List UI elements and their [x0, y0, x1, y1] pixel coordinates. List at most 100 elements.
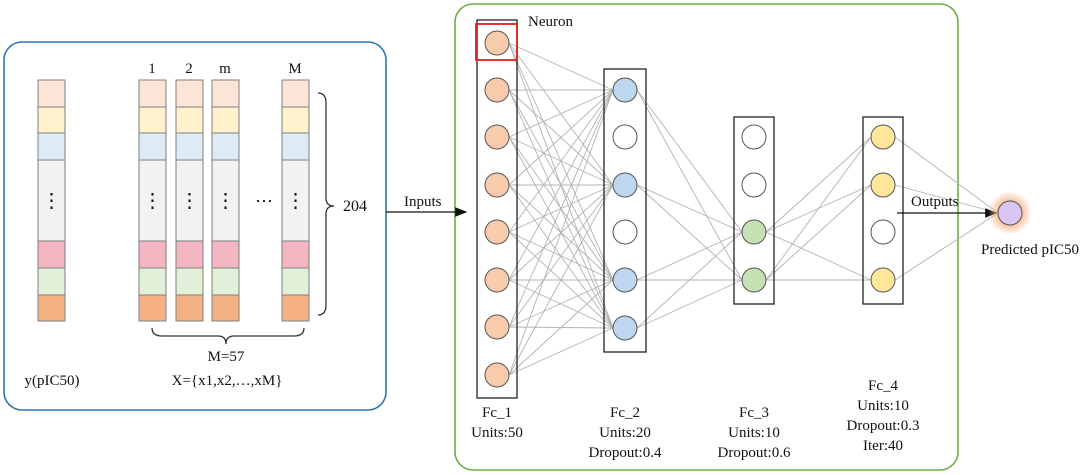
column-label: 2	[185, 61, 193, 77]
connection-line	[508, 279, 614, 376]
matrix-cell	[37, 240, 66, 269]
x-label: X={x1,x2,…,xM}	[172, 373, 283, 389]
connection-line	[508, 89, 614, 281]
layer-info: Units:20	[599, 425, 651, 441]
connection-line	[508, 327, 614, 376]
connection-line	[765, 231, 872, 281]
layer-info: Dropout:0.4	[589, 445, 662, 461]
neuron	[741, 219, 767, 245]
layer-box-1	[476, 19, 518, 399]
matrix-cell	[175, 159, 204, 242]
x-column: ⋮	[281, 79, 310, 322]
neuron	[870, 267, 896, 293]
matrix-cell	[138, 267, 167, 296]
neuron	[870, 172, 896, 198]
connection-line	[508, 42, 614, 186]
connection-line	[765, 136, 872, 281]
matrix-cell	[211, 106, 240, 134]
matrix-cell	[175, 294, 204, 322]
neuron	[870, 124, 896, 150]
connection-line	[894, 212, 999, 281]
matrix-cell	[37, 132, 66, 161]
vdots: ⋮	[180, 190, 200, 212]
matrix-cell	[281, 132, 310, 161]
neuron-highlight-box	[475, 23, 518, 61]
m-total-label: M=57	[208, 349, 245, 365]
x-column: ⋮	[138, 79, 167, 322]
neuron	[484, 124, 510, 150]
neuron	[612, 219, 638, 245]
matrix-cell	[138, 79, 167, 108]
layer-info: Dropout:0.6	[718, 445, 791, 461]
layer-info: Units:10	[857, 398, 909, 414]
prediction-neuron	[997, 200, 1023, 226]
neuron	[484, 77, 510, 103]
inputs-label: Inputs	[404, 194, 442, 210]
connection-line	[636, 184, 743, 233]
connection-line	[636, 231, 743, 281]
matrix-cell	[211, 240, 240, 269]
layer-box-3	[733, 116, 775, 305]
x-column: ⋮	[211, 79, 240, 322]
y-label: y(pIC50)	[25, 373, 80, 389]
neuron	[484, 219, 510, 245]
neuron	[741, 172, 767, 198]
layer-box-2	[603, 68, 647, 353]
neuron	[612, 267, 638, 293]
neuron	[484, 314, 510, 340]
matrix-cell	[175, 106, 204, 134]
layer-boxes	[476, 19, 904, 399]
column-label: 1	[148, 61, 156, 77]
neuron	[612, 172, 638, 198]
matrix-cell	[37, 79, 66, 108]
matrix-cell	[281, 79, 310, 108]
network-panel	[454, 3, 959, 471]
connection-line	[508, 89, 614, 138]
connection-line	[636, 231, 743, 329]
connection-line	[894, 184, 999, 214]
layer-info: Units:10	[728, 425, 780, 441]
matrix-cell	[37, 159, 66, 242]
connection-line	[765, 136, 872, 233]
layer-name: Fc_2	[610, 405, 640, 421]
vdots: ⋮	[42, 190, 62, 212]
y-column: ⋮	[37, 79, 66, 322]
connection-line	[508, 184, 614, 328]
vdots: ⋮	[286, 190, 306, 212]
neuron	[484, 362, 510, 388]
x-column: ⋮	[175, 79, 204, 322]
matrix-cell	[281, 267, 310, 296]
matrix-cell	[138, 132, 167, 161]
matrix-cell	[175, 267, 204, 296]
matrix-cell	[211, 132, 240, 161]
matrix-cell	[211, 294, 240, 322]
matrix-cell	[138, 106, 167, 134]
connection-line	[508, 89, 614, 376]
matrix-cell	[175, 132, 204, 161]
connection-line	[508, 184, 614, 376]
neuron	[484, 172, 510, 198]
neuron	[741, 267, 767, 293]
connection-line	[636, 89, 743, 281]
layer-info: Dropout:0.3	[847, 418, 920, 434]
matrix-cell	[37, 294, 66, 322]
outputs-label: Outputs	[911, 194, 959, 210]
neuron-label: Neuron	[528, 14, 573, 30]
layer-captions: Fc_1Units:50Fc_2Units:20Dropout:0.4Fc_3U…	[471, 378, 919, 461]
input-data-panel	[3, 41, 387, 411]
neurons	[484, 30, 896, 388]
matrix-cell	[211, 79, 240, 108]
matrix-cell	[138, 240, 167, 269]
matrix-cell	[175, 240, 204, 269]
connection-line	[765, 184, 872, 281]
neuron	[484, 30, 510, 56]
connection-line	[508, 89, 614, 186]
matrix-cell	[281, 159, 310, 242]
connection-line	[636, 279, 743, 329]
matrix-cell	[281, 240, 310, 269]
vdots: ⋮	[143, 190, 163, 212]
column-label: M	[288, 61, 301, 77]
hdots: ⋯	[255, 191, 273, 211]
